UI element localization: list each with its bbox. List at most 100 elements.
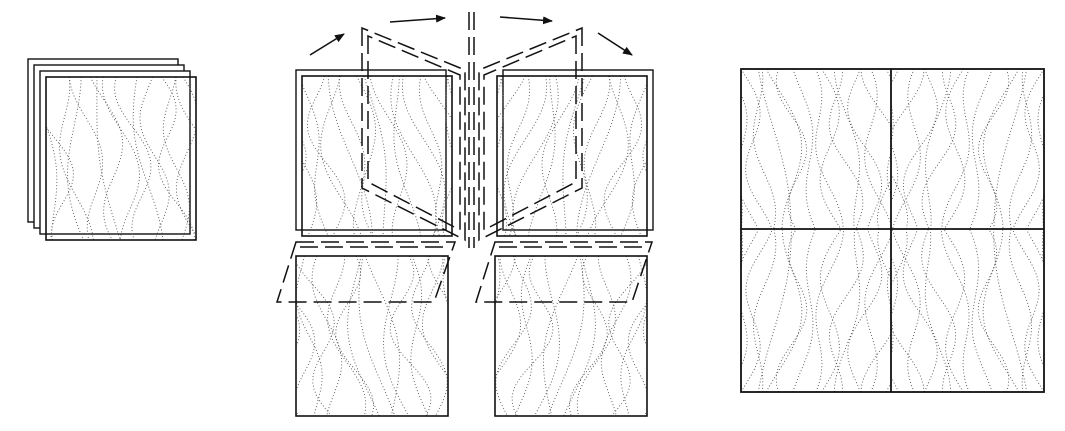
grain-line — [863, 69, 878, 229]
top-left-grain — [302, 76, 452, 236]
grain-line — [752, 229, 777, 392]
grain-line — [576, 76, 622, 236]
grain-line — [631, 159, 647, 236]
arrow-right-icon — [389, 14, 446, 23]
grain-line — [921, 229, 957, 392]
grain-line — [302, 159, 318, 236]
arrow-down-right-icon — [597, 32, 633, 56]
grain-line — [911, 229, 934, 392]
grain-line — [993, 69, 1028, 229]
grain-line — [1042, 229, 1044, 272]
grain-line — [1009, 69, 1033, 229]
grain-line — [982, 69, 1020, 229]
grain-line — [642, 313, 647, 416]
grain-line — [356, 76, 377, 236]
grain-line — [511, 256, 554, 416]
grain-line — [198, 77, 234, 240]
grain-line — [1012, 229, 1044, 392]
grain-line — [421, 256, 448, 378]
grain-line — [891, 315, 894, 360]
grain-line — [860, 229, 891, 392]
grain-line — [1042, 188, 1044, 229]
bottom-left-grain — [296, 256, 491, 416]
grain-line — [389, 256, 432, 416]
bottom-right-grain — [452, 256, 647, 416]
grain-line — [907, 69, 922, 229]
grain-line — [741, 93, 759, 229]
grain-line — [534, 256, 560, 416]
stack-sheet-2 — [39, 70, 191, 235]
grain-line — [296, 261, 335, 416]
grain-line — [1012, 69, 1044, 229]
grain-line — [608, 261, 647, 416]
grain-line — [925, 69, 952, 229]
fold-right-outline-1 — [478, 26, 583, 242]
arrow-up-right-icon — [309, 33, 345, 56]
grain-line — [542, 256, 579, 416]
grain-line — [969, 229, 993, 392]
grain-line — [815, 69, 844, 229]
grain-line — [296, 303, 316, 416]
grain-line — [572, 76, 593, 236]
grain-line — [495, 256, 532, 416]
grain-line — [175, 77, 196, 237]
grain-line — [851, 69, 874, 229]
grain-line — [864, 233, 891, 392]
top-left-sheet — [301, 75, 453, 237]
grain-line — [358, 256, 396, 416]
grain-line — [620, 82, 647, 236]
four-way-outer-border — [740, 68, 1045, 393]
grain-line — [828, 229, 864, 392]
grain-line — [462, 256, 491, 416]
grain-line — [993, 229, 1028, 392]
grain-line — [383, 256, 409, 416]
grain-line — [833, 69, 860, 229]
grain-line — [306, 76, 346, 236]
veneer-stack — [27, 58, 234, 241]
fold-left-outline-1 — [361, 26, 466, 242]
grain-line — [311, 256, 343, 416]
grain-line — [982, 229, 1020, 392]
grain-line — [741, 229, 773, 392]
grain-line — [506, 76, 531, 236]
grain-line — [902, 69, 938, 229]
quadrant-bottom-left-grain — [741, 229, 934, 392]
fold-outline-bottom — [275, 241, 654, 303]
grain-line — [1025, 229, 1044, 368]
fold-arrows — [309, 14, 633, 56]
grain-line — [302, 82, 329, 236]
grain-line — [327, 256, 367, 416]
grain-line — [757, 69, 792, 229]
grain-line — [847, 69, 883, 229]
grain-line — [765, 229, 803, 392]
grain-line — [940, 229, 970, 392]
grain-line — [741, 229, 760, 368]
grain-line — [741, 229, 743, 272]
grain-line — [969, 69, 993, 229]
grain-line — [347, 256, 380, 416]
grain-line — [600, 256, 632, 416]
stack-sheet-1 — [45, 76, 197, 241]
grain-line — [1026, 93, 1044, 229]
fold-left-outline-2 — [367, 34, 461, 232]
grain-line — [977, 69, 1010, 229]
grain-line — [941, 69, 970, 229]
slide-right-outline-1 — [474, 241, 654, 303]
grain-line — [885, 263, 891, 392]
grain-line — [569, 256, 608, 416]
grain-line — [864, 69, 891, 226]
grain-line — [418, 76, 443, 236]
grain-line — [139, 77, 170, 240]
top-right-sheet — [496, 75, 648, 237]
grain-line — [775, 69, 808, 229]
grain-line — [563, 256, 596, 416]
grain-line — [765, 69, 803, 229]
grain-line — [393, 76, 422, 236]
grain-line — [620, 256, 647, 416]
grain-line — [943, 69, 966, 229]
grain-line — [757, 229, 792, 392]
grain-line — [885, 69, 891, 196]
grain-line — [452, 256, 481, 416]
grain-line — [411, 256, 448, 416]
